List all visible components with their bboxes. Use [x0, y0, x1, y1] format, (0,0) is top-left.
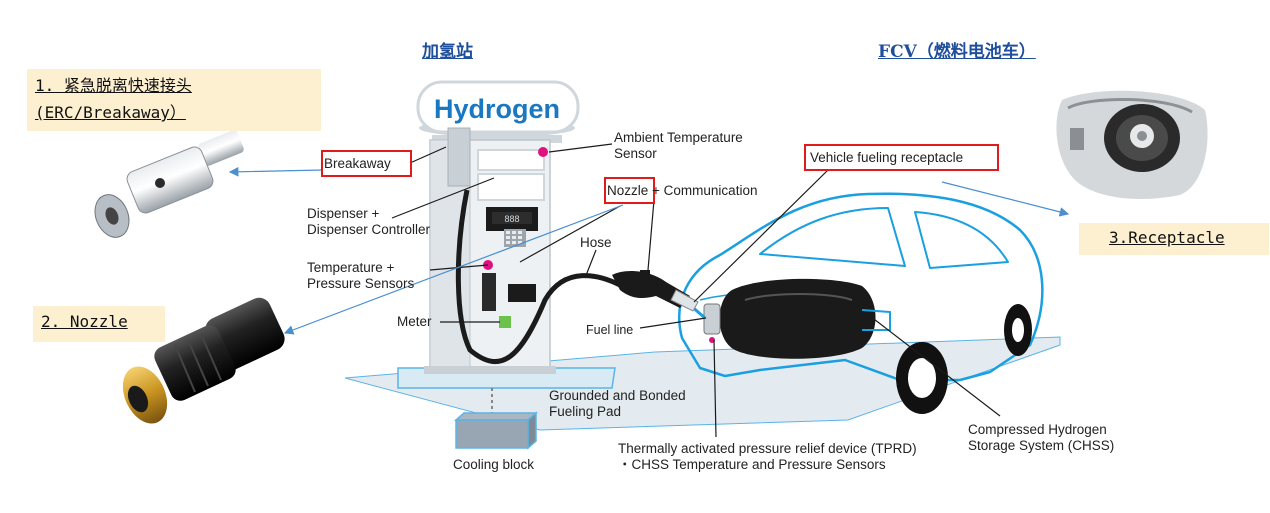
fueling-pad-line2: Fueling Pad — [549, 404, 622, 419]
erc-note: 1. 紧急脱离快速接头 (ERC/Breakaway） — [27, 69, 321, 131]
chss-line1: Compressed Hydrogen — [968, 422, 1107, 437]
nozzle-callout — [604, 177, 655, 204]
temperature-line1: Temperature + — [307, 260, 395, 275]
nozzle-label: Nozzle — [607, 183, 649, 198]
nozzle-note: 2. Nozzle — [33, 306, 165, 342]
dispenser-line2: Dispenser Controller — [307, 222, 431, 237]
breakaway-label: Breakaway — [324, 156, 391, 171]
nozzle-note-text: 2. Nozzle — [41, 312, 128, 331]
chss-line2: Storage System (CHSS) — [968, 438, 1115, 453]
temperature-line2: Pressure Sensors — [307, 276, 415, 291]
tprd-line1: Thermally activated pressure relief devi… — [618, 441, 917, 456]
vehicle-receptacle-label: Vehicle fueling receptacle — [810, 150, 964, 165]
cooling-block-icon — [454, 388, 538, 450]
leader-lines — [391, 143, 1001, 438]
temperature-sensors-label: Temperature + Pressure Sensors — [307, 260, 414, 292]
fueling-pad — [344, 336, 1061, 431]
dispenser-line1: Dispenser + — [307, 206, 380, 221]
erc-coupling-photo-icon — [94, 130, 244, 238]
pump-display-digits: 888 — [504, 214, 519, 224]
hydrogen-dispenser-icon — [416, 80, 580, 374]
receptacle-fitting-icon — [689, 303, 721, 343]
hydrogen-tank-icon — [719, 278, 891, 359]
fueling-pad-label: Grounded and Bonded Fueling Pad — [549, 388, 686, 420]
hose-icon — [455, 189, 622, 364]
dispenser-label: Dispenser + Dispenser Controller — [307, 206, 430, 238]
ambient-sensor-label: Ambient Temperature Sensor — [614, 130, 743, 162]
fueling-pad-line1: Grounded and Bonded — [549, 388, 686, 403]
receptacle-note: 3.Receptacle — [1079, 223, 1269, 255]
ambient-sensor-dot — [538, 147, 548, 157]
communication-label: + Communication — [652, 183, 758, 198]
fcv-heading: FCV（燃料电池车） — [878, 42, 1036, 62]
fuel-line-label: Fuel line — [586, 323, 634, 337]
hose-label: Hose — [580, 235, 612, 250]
station-heading: 加氢站 — [422, 42, 473, 62]
nozzle-photo-icon — [122, 297, 285, 424]
ambient-sensor-line2: Sensor — [614, 146, 657, 161]
receptacle-callout — [804, 144, 999, 171]
tprd-line2: ・CHSS Temperature and Pressure Sensors — [618, 457, 886, 472]
car-wheels-icon — [896, 304, 1032, 414]
tprd-label: Thermally activated pressure relief devi… — [618, 441, 917, 473]
nozzle-icon — [612, 270, 699, 312]
receptacle-photo-icon — [1056, 90, 1208, 200]
ambient-sensor-line1: Ambient Temperature — [614, 130, 743, 145]
erc-note-line1: 1. 紧急脱离快速接头 — [35, 76, 192, 95]
breakaway-callout — [321, 150, 412, 177]
photo-arrows — [228, 167, 1070, 335]
pump-brand-label: Hydrogen — [434, 94, 560, 124]
chss-label: Compressed Hydrogen Storage System (CHSS… — [968, 422, 1114, 454]
erc-note-line2: (ERC/Breakaway） — [35, 103, 186, 122]
cooling-block-label: Cooling block — [453, 457, 535, 472]
nozzle-communication-label: Nozzle + Communication — [607, 183, 757, 199]
meter-label: Meter — [397, 314, 432, 329]
receptacle-note-text: 3.Receptacle — [1109, 228, 1225, 247]
